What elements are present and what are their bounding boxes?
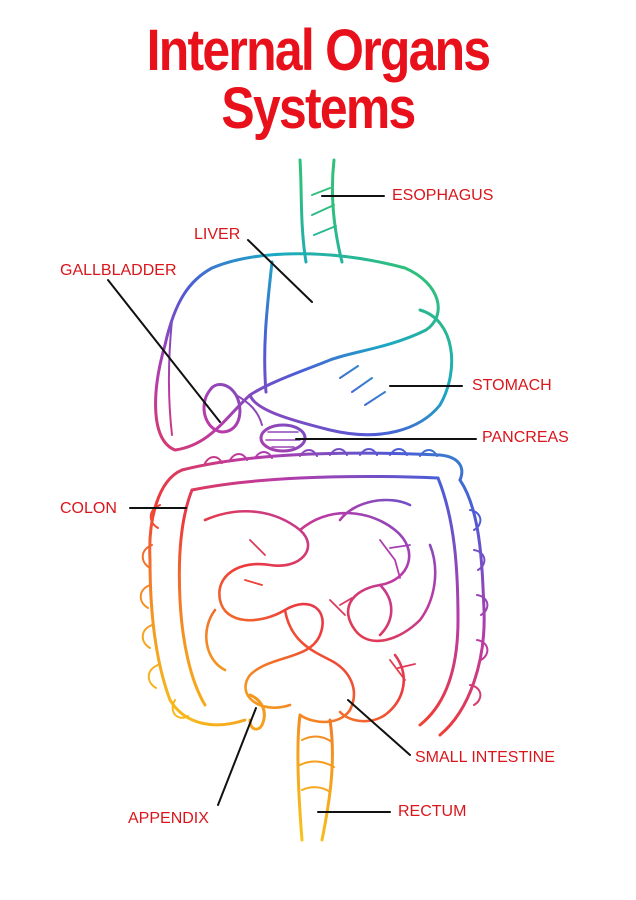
label-colon: COLON bbox=[60, 500, 117, 517]
liver-fold bbox=[168, 319, 173, 436]
small-intestine-loops bbox=[203, 498, 437, 724]
label-liver: LIVER bbox=[194, 226, 241, 243]
transverse-colon bbox=[180, 451, 464, 492]
label-esophagus: ESOPHAGUS bbox=[392, 187, 494, 204]
descending-colon bbox=[418, 476, 486, 737]
label-appendix: APPENDIX bbox=[128, 810, 209, 827]
gallbladder-leader bbox=[107, 279, 221, 423]
small-intestine-leader bbox=[347, 699, 411, 756]
rectum-folds bbox=[299, 735, 335, 793]
descending-colon-haustra bbox=[469, 509, 489, 706]
small-intestine-vessels bbox=[244, 539, 416, 681]
pancreas-texture bbox=[265, 431, 301, 448]
stomach-shape bbox=[248, 308, 454, 437]
label-pancreas: PANCREAS bbox=[482, 429, 569, 446]
bile-duct bbox=[235, 394, 263, 426]
liver-leader bbox=[247, 239, 313, 303]
esophagus-folds bbox=[311, 187, 337, 236]
label-stomach: STOMACH bbox=[472, 377, 552, 394]
label-rectum: RECTUM bbox=[398, 803, 467, 820]
liver-shape bbox=[154, 252, 440, 452]
ascending-colon bbox=[148, 468, 247, 727]
liver-division bbox=[263, 260, 274, 394]
transverse-colon-haustra bbox=[204, 448, 438, 464]
stomach-folds bbox=[339, 365, 386, 406]
rectum-shape bbox=[296, 713, 334, 842]
esophagus-shape bbox=[298, 158, 344, 264]
appendix-leader bbox=[217, 707, 257, 806]
appendix-shape bbox=[248, 693, 266, 731]
label-small-intestine: SMALL INTESTINE bbox=[415, 749, 555, 766]
diagram-title: Internal Organs Systems bbox=[146, 18, 492, 141]
ascending-colon-haustra bbox=[139, 504, 189, 719]
label-gallbladder: GALLBLADDER bbox=[60, 262, 177, 279]
gallbladder-shape bbox=[202, 383, 242, 434]
